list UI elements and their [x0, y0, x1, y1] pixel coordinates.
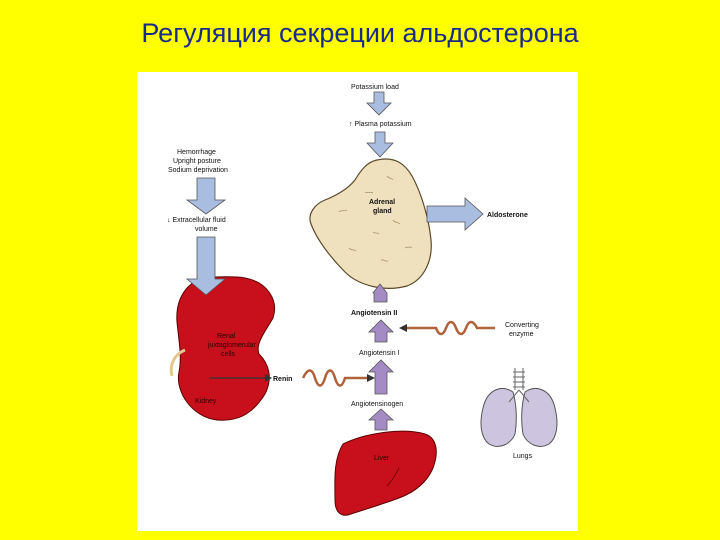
label-renin: Renin [273, 376, 292, 383]
right-lung-shape [521, 388, 558, 447]
label-liver: Liver [374, 455, 390, 462]
adrenal-texture [338, 175, 413, 262]
converting-wave [407, 320, 495, 336]
label-renal-1: Renal [217, 333, 236, 340]
label-hemorrhage: Hemorrhage [177, 149, 216, 156]
arrowhead-converting [399, 324, 407, 332]
label-adrenal-2: gland [373, 208, 392, 215]
label-angiotensin-1: Angiotensin I [359, 350, 400, 357]
adrenal-gland-shape [309, 158, 432, 289]
label-renal-2: juxtaglomerular [207, 342, 257, 349]
diagram-panel: Potassium load ↑ Plasma potassium Hemorr… [137, 72, 578, 531]
label-plasma-potassium: ↑ Plasma potassium [349, 121, 412, 128]
trachea [513, 368, 525, 390]
label-renal-3: cells [221, 351, 236, 358]
arrowhead-renin [265, 374, 272, 382]
label-converting-1: Converting [505, 322, 539, 329]
label-potassium-load: Potassium load [351, 84, 399, 91]
arrow-angiotensin-1-to-2 [368, 319, 394, 343]
arrow-ecf-into-kidney [185, 236, 227, 296]
label-upright-posture: Upright posture [173, 158, 221, 165]
label-kidney: Kidney [195, 398, 217, 405]
slide-title: Регуляция секреции альдостерона [141, 18, 579, 48]
label-converting-2: enzyme [509, 331, 534, 338]
arrow-plasma-potassium [366, 131, 394, 158]
arrow-aldosterone [426, 197, 484, 231]
arrow-liver-to-angiotensinogen [367, 408, 395, 431]
ureter [169, 348, 186, 377]
label-sodium-deprivation: Sodium deprivation [168, 167, 228, 174]
arrowhead-renin-to-conversion [367, 374, 375, 382]
label-lungs: Lungs [513, 453, 533, 460]
label-angiotensin-2: Angiotensin II [351, 310, 397, 317]
liver-fissure [386, 467, 400, 487]
kidney-shape [176, 276, 275, 421]
arrow-ecf-decrease [185, 177, 227, 215]
label-ecf-volume-1: ↓ Extracellular fluid [167, 217, 226, 224]
arrow-angiotensinogen-to-1 [368, 359, 394, 395]
label-ecf-volume-2: volume [195, 226, 218, 233]
arrow-angiotensin-2-to-adrenal [372, 283, 388, 303]
bronchi [508, 389, 530, 403]
label-adrenal-1: Adrenal [369, 199, 395, 206]
left-lung-shape [480, 388, 517, 447]
label-angiotensinogen: Angiotensinogen [351, 401, 403, 408]
aldosterone-regulation-diagram: Potassium load ↑ Plasma potassium Hemorr… [167, 84, 558, 516]
arrow-potassium-load [366, 91, 392, 116]
liver-shape [334, 430, 437, 516]
label-aldosterone: Aldosterone [487, 212, 528, 219]
renin-wave [301, 369, 367, 387]
